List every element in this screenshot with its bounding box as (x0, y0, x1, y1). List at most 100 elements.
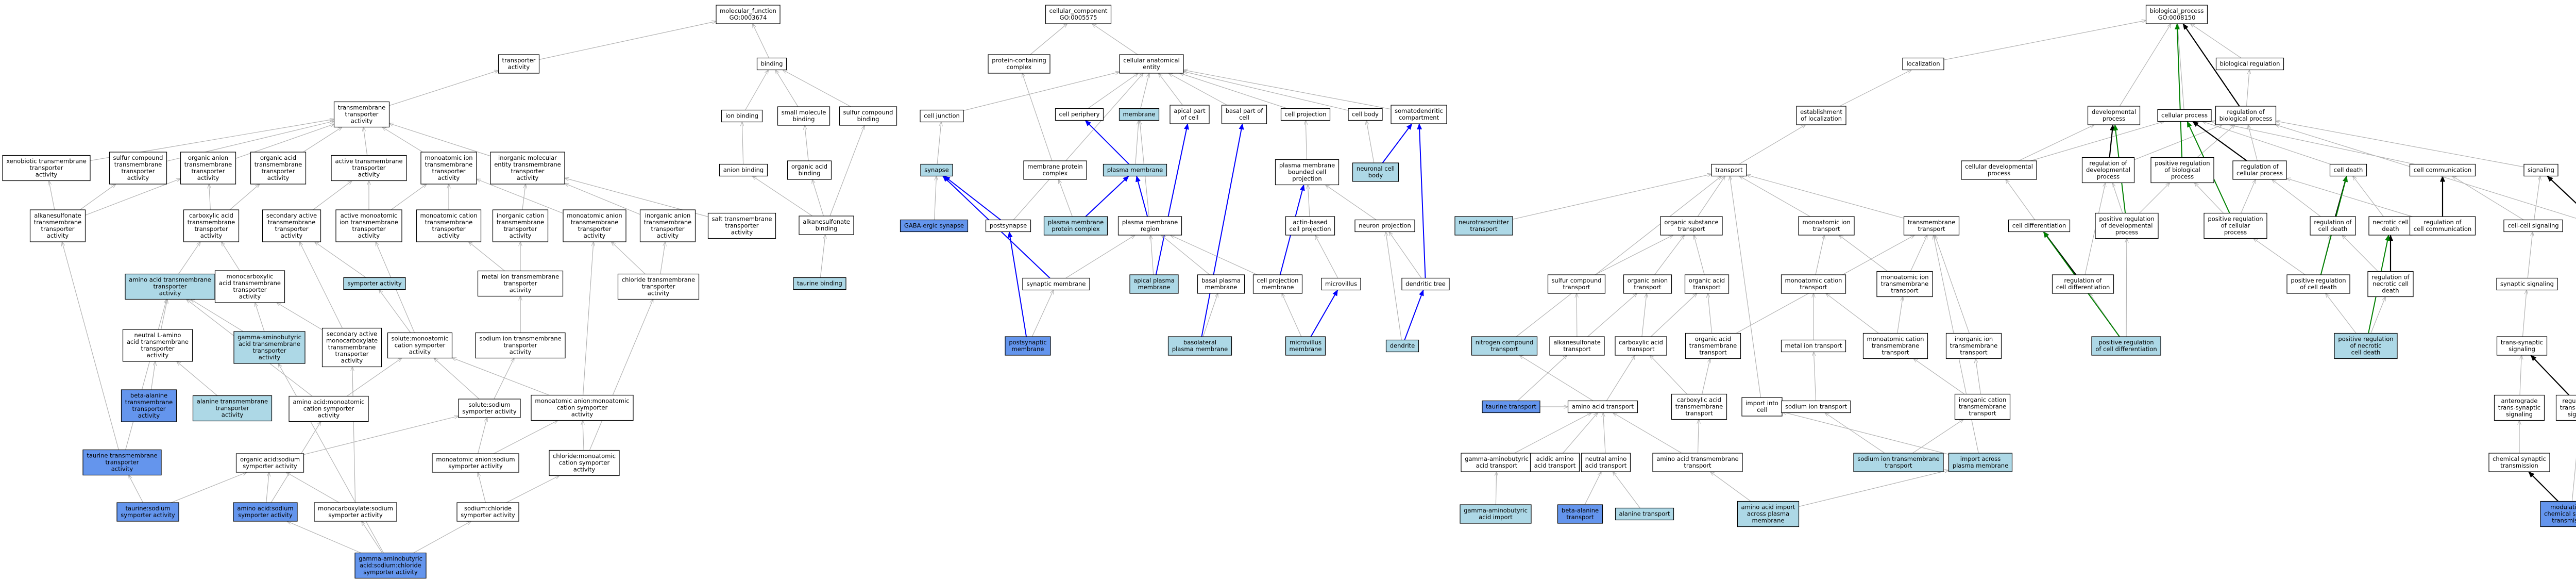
node-label-line: cell body (1352, 111, 1379, 118)
node-label-line: amino acid transport (1572, 403, 1634, 410)
node-label-line: small molecule (782, 109, 826, 116)
go-term-node: xenobiotic transmembranetransporteractiv… (2, 155, 91, 181)
node-label-line: acid transport (1534, 462, 1576, 469)
node-box (2081, 157, 2135, 184)
node-label-line: developmental (2092, 108, 2136, 115)
edge-is-a (963, 72, 1120, 111)
node-label-line: cell-cell signaling (2507, 222, 2558, 229)
node-label-line: regulation of (2314, 219, 2352, 226)
node-label-line: activity (571, 411, 594, 418)
edge-is-a (452, 358, 550, 396)
edge-is-a (1815, 235, 1824, 275)
node-label-line: alkanesulfonate (803, 218, 850, 225)
node-label-line: cell differentiation (2012, 222, 2066, 229)
go-term-node: biological regulation (2215, 57, 2284, 71)
edge-is-a (583, 242, 594, 395)
edge-is-a (1839, 70, 1912, 107)
node-label-line: membrane (1290, 345, 1322, 353)
node-label-line: transmembrane (328, 344, 376, 351)
edge-is-a (1031, 290, 1053, 337)
edge-is-a (1613, 472, 1640, 508)
node-label-line: gamma-aminobutyric (238, 334, 301, 341)
edge-part-of (1201, 123, 1244, 337)
edge-is-a (302, 127, 342, 153)
node-label-line: metal ion transmembrane (482, 273, 559, 280)
node-label-line: nitrogen compound (1476, 339, 1534, 346)
node-label-line: transmembrane (1881, 280, 1928, 288)
go-term-node: dendritic tree (1401, 277, 1450, 291)
node-label-line: process (2115, 229, 2138, 236)
node-label-line: death (2382, 287, 2399, 294)
node-label-line: organic anion (1628, 277, 1668, 284)
node-box (1354, 219, 1415, 233)
edge-is-a (478, 418, 487, 454)
node-label-line: cellular_component (1049, 7, 1108, 14)
edge-is-a (352, 367, 356, 503)
node-label-line: entity (1143, 63, 1160, 71)
node-label-line: secondary active (266, 212, 317, 219)
edge-is-a (612, 242, 646, 274)
node-box (1549, 336, 1605, 356)
node-box (475, 332, 566, 359)
node-box (2503, 219, 2563, 233)
node-box (1103, 163, 1167, 177)
go-term-node: membrane (1118, 108, 1160, 121)
node-label-line: body (1368, 172, 1383, 179)
node-box (1197, 274, 1245, 294)
edge-is-a (477, 179, 564, 214)
node-label-line: activity (438, 232, 460, 239)
node-box (2204, 212, 2267, 239)
node-label-line: transporter (502, 57, 536, 64)
node-box (920, 109, 964, 123)
node-label-line: membrane (1012, 345, 1044, 353)
node-box (988, 54, 1050, 74)
node-box (1547, 274, 1606, 294)
node-label-line: symporter activity (461, 511, 515, 519)
node-label-line: activity (573, 466, 596, 473)
node-label-line: transport (1685, 410, 1713, 417)
node-box (289, 395, 369, 422)
edge-is-a (1306, 121, 1307, 160)
node-box (2087, 106, 2141, 125)
node-label-line: transporter (132, 405, 166, 412)
node-label-line: dendrite (1390, 342, 1415, 350)
node-box (2367, 271, 2414, 297)
node-label-line: regulation of (2227, 108, 2265, 115)
node-label-line: carboxylic acid (1619, 339, 1663, 346)
node-label-line: salt transmembrane (712, 216, 772, 223)
edge-is-a (229, 184, 260, 210)
node-label-line: cell death (2318, 225, 2348, 233)
node-label-line: cation symporter (557, 404, 608, 411)
node-label-line: signaling (2568, 411, 2576, 418)
edge-is-a (1161, 235, 1210, 275)
edge-is-a (1088, 73, 1138, 109)
node-label-line: inorganic anion (645, 212, 691, 219)
node-box (639, 209, 696, 242)
go-term-node: dendrite (1385, 339, 1419, 353)
node-label-line: carboxylic acid (1677, 396, 1721, 404)
edge-regulates (2530, 355, 2570, 396)
node-label-line: taurine transport (1486, 403, 1536, 410)
node-box (2555, 394, 2576, 421)
node-box (2494, 394, 2545, 421)
go-term-node: inorganic cationtransmembranetransporter… (492, 209, 549, 242)
node-label-line: neutral L-amino (134, 332, 181, 339)
node-label-line: sodium ion transmembrane (479, 335, 561, 342)
node-label-line: acid transmembrane (219, 279, 281, 287)
node-label-line: acid:sodium:chloride (360, 562, 421, 569)
node-label-line: cell (1757, 406, 1767, 413)
node-box (2496, 277, 2558, 291)
node-box (125, 273, 215, 300)
